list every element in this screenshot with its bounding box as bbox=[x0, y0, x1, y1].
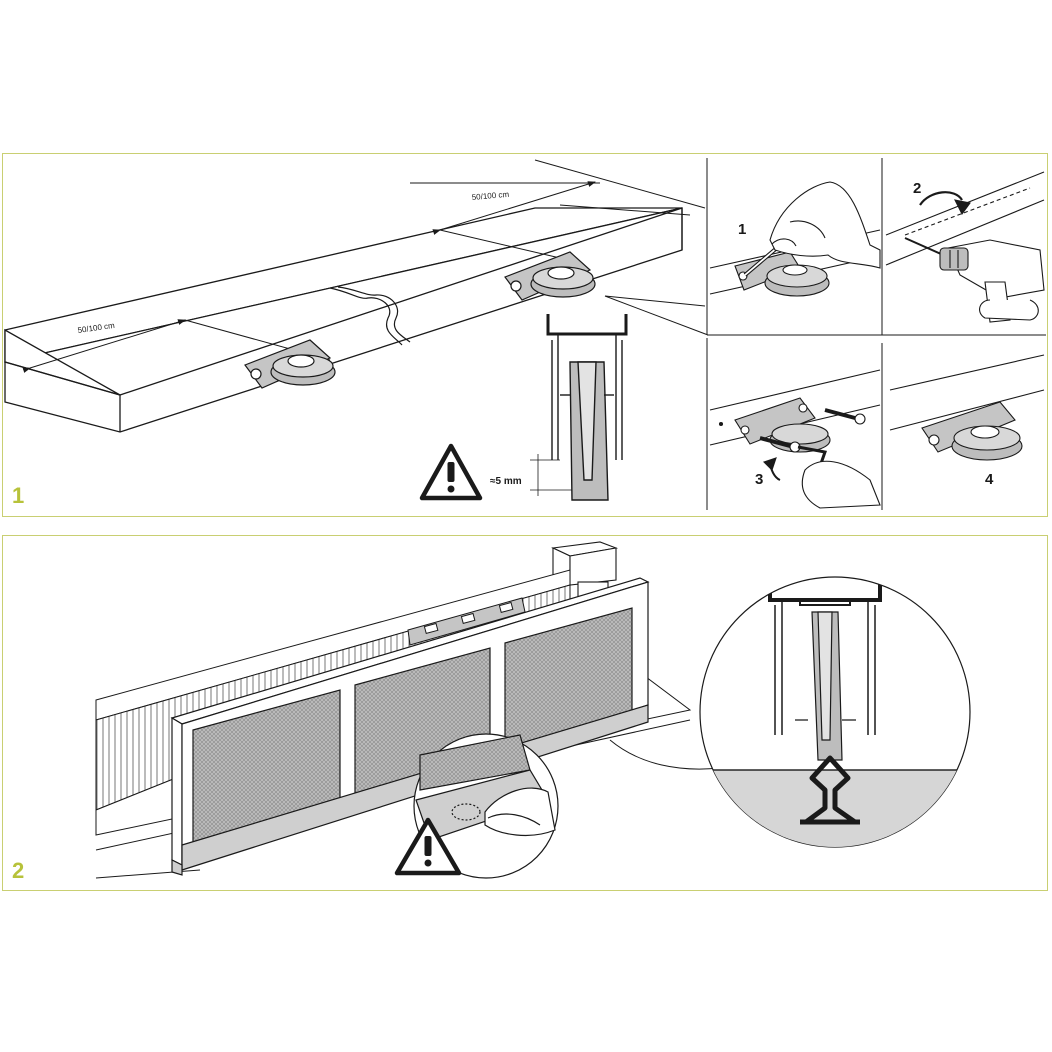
screw-icon bbox=[759, 436, 801, 453]
step-grid bbox=[706, 158, 1046, 510]
screw-icon bbox=[824, 408, 866, 425]
step-number-2: 2 bbox=[913, 180, 921, 197]
panel-1-number: 1 bbox=[12, 483, 25, 508]
step-1-mark bbox=[709, 181, 881, 297]
warning-triangle-icon bbox=[419, 443, 483, 501]
warning-triangle-icon bbox=[394, 817, 462, 876]
step-number-1: 1 bbox=[738, 221, 746, 238]
step-2-drill bbox=[885, 171, 1045, 323]
drill-icon bbox=[904, 237, 1045, 323]
wheel-bracket-icon bbox=[504, 251, 596, 301]
break-mark bbox=[329, 287, 403, 346]
wheel-bracket-icon bbox=[244, 339, 336, 389]
dimension-label-right: 50/100 cm bbox=[471, 190, 509, 202]
panel-2-number: 2 bbox=[12, 858, 25, 883]
callout-leader bbox=[609, 739, 721, 770]
rail-detail-callout bbox=[699, 576, 971, 848]
gap-label: ≈5 mm bbox=[490, 476, 522, 487]
foot-detail-callout bbox=[413, 733, 559, 879]
gap-dimension bbox=[530, 454, 572, 496]
step-number-4: 4 bbox=[985, 471, 994, 488]
step-3-screw bbox=[709, 369, 881, 509]
rail-section bbox=[546, 314, 628, 501]
step-4-installed bbox=[889, 354, 1045, 461]
spirit-level bbox=[407, 597, 526, 646]
step-number-3: 3 bbox=[755, 471, 763, 488]
